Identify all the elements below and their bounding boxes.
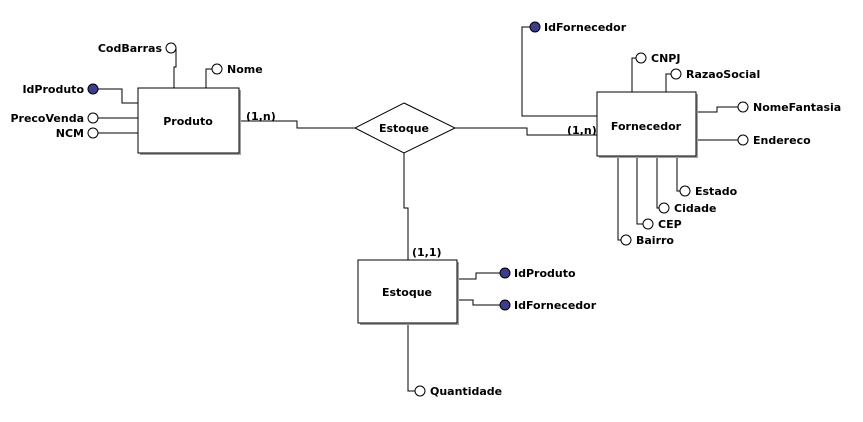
attribute-label: CodBarras [98,42,163,55]
attribute-label: Bairro [636,234,674,247]
attribute-estoque-idproduto-key[interactable]: IdProduto [499,267,576,280]
entity-label: Fornecedor [611,120,682,133]
attribute-circle [658,202,670,214]
attribute-estado[interactable]: Estado [679,185,738,198]
attribute-label: RazaoSocial [686,68,760,81]
relationship-diamond [353,102,457,154]
attribute-circle [620,234,632,246]
attribute-bairro[interactable]: Bairro [620,234,674,247]
cardinality-fornecedor: (1,n) [567,124,597,137]
attribute-endereco[interactable]: Endereco [737,134,811,147]
attribute-precovenda[interactable]: PrecoVenda [10,112,99,125]
key-attribute-circle [499,299,511,311]
key-attribute-circle [499,267,511,279]
attribute-circle [87,112,99,124]
attribute-circle [211,63,223,75]
attribute-label: Quantidade [430,385,502,398]
attribute-circle [679,185,691,197]
attribute-circle [737,134,749,146]
cardinality-produto: (1,n) [246,110,276,123]
attribute-cnpj[interactable]: CNPJ [635,52,680,65]
attribute-label: IdFornecedor [544,21,627,34]
attribute-label: CEP [658,218,682,231]
attribute-label: Estado [695,185,738,198]
relationship-label: Estoque [379,122,429,135]
attribute-cep[interactable]: CEP [642,218,682,231]
entity-box [137,87,240,154]
attribute-label: IdFornecedor [514,299,597,312]
entity-box [596,91,697,157]
attribute-label: Nome [227,63,263,76]
entity-label: Produto [163,115,213,128]
line-produto-estoque [239,120,355,129]
attribute-idproduto-key[interactable]: IdProduto [22,83,99,96]
attribute-circle [635,52,647,64]
line-estoque-estoque-entity [403,153,409,260]
attribute-circle [414,385,426,397]
entity-produto[interactable]: Produto [137,87,241,155]
attribute-label: PrecoVenda [10,112,84,125]
attribute-estoque-idfornecedor-key[interactable]: IdFornecedor [499,299,597,312]
attribute-label: Cidade [674,202,716,215]
attribute-cidade[interactable]: Cidade [658,202,716,215]
attribute-label: NomeFantasia [753,101,841,114]
attribute-ncm[interactable]: NCM [56,127,99,140]
attribute-nome[interactable]: Nome [211,63,263,76]
attribute-idfornecedor-key[interactable]: IdFornecedor [529,21,627,34]
entity-estoque[interactable]: Estoque [357,259,459,325]
entity-label: Estoque [382,286,432,299]
attribute-circle [642,218,654,230]
entity-fornecedor[interactable]: Fornecedor [596,91,698,158]
attribute-label: IdProduto [22,83,84,96]
attribute-nomefantasia[interactable]: NomeFantasia [737,101,841,114]
relationship-estoque[interactable]: Estoque [353,102,457,154]
attribute-circle [87,127,99,139]
attribute-razaosocial[interactable]: RazaoSocial [670,68,760,81]
attribute-circle [737,101,749,113]
connector-lines [93,26,743,392]
entity-box [357,259,458,324]
cardinality-estoque: (1,1) [412,246,442,259]
attribute-codbarras[interactable]: CodBarras [98,42,177,55]
attribute-label: NCM [56,127,84,140]
line-estoque-fornecedor [455,127,597,136]
attribute-circle [670,68,682,80]
attribute-label: Endereco [753,134,811,147]
attribute-quantidade[interactable]: Quantidade [414,385,502,398]
attribute-label: IdProduto [514,267,576,280]
key-attribute-circle [529,21,541,33]
attribute-label: CNPJ [651,52,680,65]
attribute-circle [165,42,177,54]
key-attribute-circle [87,83,99,95]
